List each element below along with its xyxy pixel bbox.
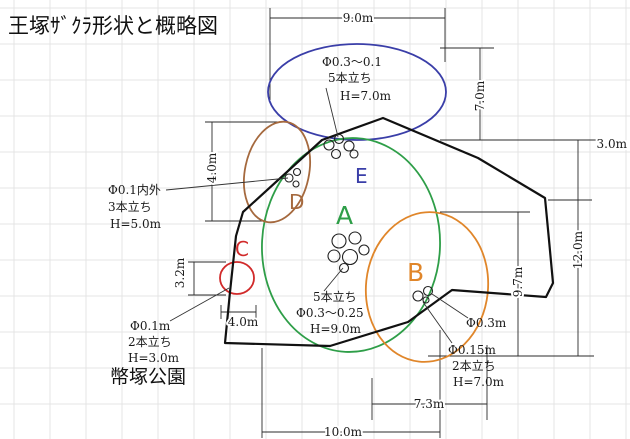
- trunk-mark: [331, 233, 347, 249]
- trunk-mark: [323, 139, 335, 151]
- tree-b-trunk-diameter: Φ0.3m: [466, 316, 507, 330]
- tree-b-diameter: Φ0.15m: [448, 343, 497, 357]
- trunks-a: [327, 231, 370, 274]
- tree-c-stems: 2本立ち: [128, 334, 172, 349]
- dim-label-left-upper: 4.0m: [205, 152, 219, 183]
- tree-label-c: C: [235, 237, 249, 261]
- trunk-mark: [327, 249, 341, 263]
- diagram-title: 王塚ｻﾞｸﾗ形状と概略図: [8, 14, 218, 38]
- tree-b-stems: 2本立ち: [452, 358, 496, 373]
- dimension-lines: [188, 8, 604, 438]
- tree-c-diameter: Φ0.1m: [130, 319, 171, 333]
- notes-b: Φ0.3m Φ0.15m 2本立ち H=7.0m: [448, 316, 507, 389]
- trunk-mark: [333, 133, 345, 145]
- crown-e: [267, 43, 447, 141]
- trunk-mark: [292, 167, 302, 177]
- trunks-d: [284, 167, 302, 188]
- tree-b-height: H=7.0m: [453, 375, 505, 389]
- tree-d-height: H=5.0m: [110, 217, 162, 231]
- tree-c-height: H=3.0m: [128, 351, 180, 365]
- notes-a: 5本立ち Φ0.3～0.25 H=9.0m: [296, 289, 364, 336]
- notes-c: Φ0.1m 2本立ち H=3.0m: [128, 319, 180, 365]
- dim-label-right-inner: 9.7m: [511, 266, 525, 297]
- trunk-mark: [412, 290, 424, 302]
- leader-line-b-lower: [422, 301, 453, 344]
- trunk-mark: [292, 180, 300, 188]
- trunk-mark: [343, 140, 355, 152]
- leader-line-c: [169, 287, 230, 322]
- tree-a-height: H=9.0m: [310, 322, 362, 336]
- park-name: 幣塚公園: [110, 366, 186, 388]
- crown-a: [261, 137, 441, 353]
- tree-label-b: B: [407, 258, 424, 287]
- dim-label-far-right: 3.0m: [597, 137, 628, 151]
- dimension-labels: 9.0m 7.0m 3.0m 12.0m 9.7m 4.0m 3.2m 4.0m…: [171, 9, 630, 439]
- dim-label-bottom-outer: 10.0m: [324, 425, 363, 439]
- tree-e-diameter: Φ0.3～0.1: [322, 55, 382, 69]
- notes-d: Φ0.1内外 3本立ち H=5.0m: [108, 183, 162, 231]
- dim-label-lower-left: 4.0m: [228, 315, 259, 329]
- tree-e-stems: 5本立ち: [328, 70, 372, 85]
- trunk-mark: [422, 296, 430, 304]
- dim-label-top: 9.0m: [343, 11, 374, 25]
- tree-label-d: D: [289, 190, 304, 214]
- tree-e-height: H=7.0m: [340, 89, 392, 103]
- crown-d: [243, 120, 311, 224]
- leader-line-d: [165, 177, 289, 191]
- trunks-b: [412, 285, 434, 304]
- crown-c: [219, 261, 255, 295]
- tree-label-e: E: [355, 164, 368, 188]
- tree-label-a: A: [336, 201, 353, 230]
- leader-line-a: [323, 267, 344, 292]
- trunk-mark: [341, 248, 359, 266]
- dim-label-upper-right: 7.0m: [473, 80, 487, 111]
- trunk-mark: [348, 231, 362, 245]
- tree-a-diameter: Φ0.3～0.25: [296, 306, 364, 320]
- trunk-mark: [422, 285, 434, 297]
- dim-label-right-outer: 12.0m: [571, 230, 585, 269]
- tree-a-stems: 5本立ち: [313, 289, 357, 304]
- tree-d-diameter: Φ0.1内外: [108, 183, 161, 197]
- trunks-e: [323, 133, 359, 160]
- notes-e: Φ0.3～0.1 5本立ち H=7.0m: [322, 55, 392, 103]
- trunk-mark: [338, 262, 350, 274]
- dim-label-bottom-inner: 7.3m: [414, 397, 445, 411]
- trunk-mark: [349, 149, 359, 159]
- leader-line-b-upper: [431, 293, 469, 319]
- trunk-mark: [330, 148, 342, 160]
- park-boundary: [223, 116, 555, 348]
- leader-line-e: [325, 87, 339, 138]
- trunk-mark: [358, 244, 370, 256]
- tree-d-stems: 3本立ち: [108, 199, 152, 214]
- dim-label-left-lower: 3.2m: [173, 257, 187, 288]
- leader-lines: [165, 87, 469, 344]
